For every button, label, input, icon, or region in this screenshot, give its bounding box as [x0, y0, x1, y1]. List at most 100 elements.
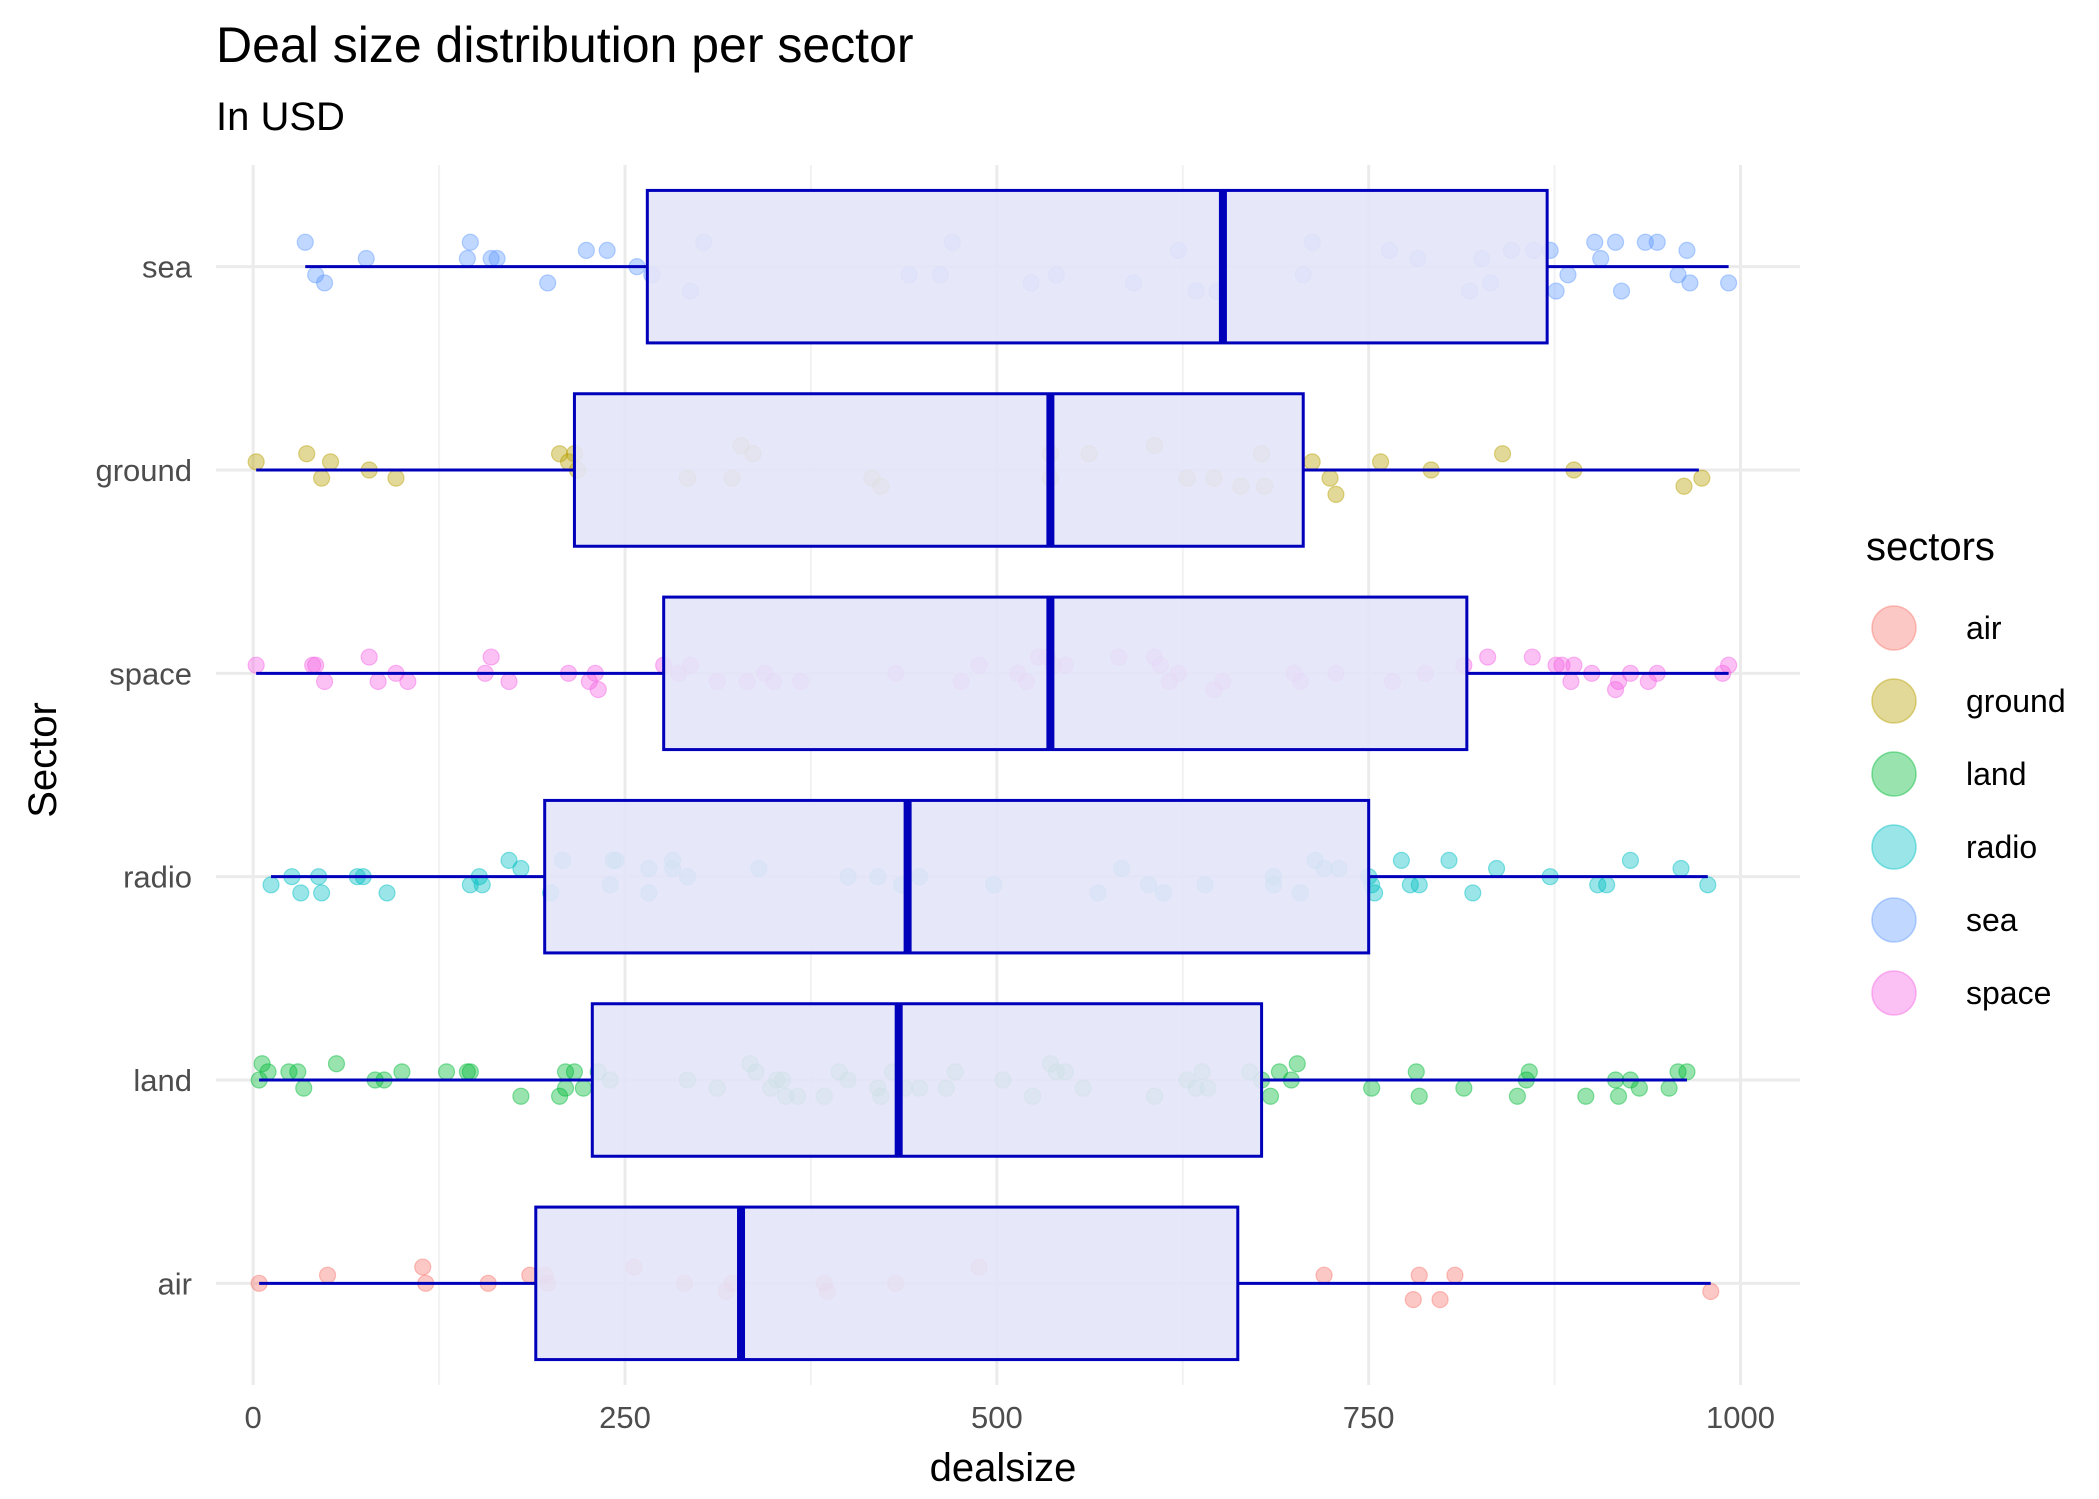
data-point-air	[414, 1258, 432, 1276]
data-point-land	[1261, 1087, 1280, 1105]
data-point-land	[289, 1063, 307, 1081]
data-point-sea	[539, 274, 557, 292]
data-point-land	[574, 1079, 592, 1097]
box-radio	[543, 798, 1371, 955]
legend-key-sea	[1871, 897, 1917, 943]
data-point-ground	[1321, 469, 1339, 487]
data-point-space	[247, 656, 265, 674]
legend-key-space	[1871, 970, 1917, 1016]
data-point-ground	[1303, 453, 1321, 471]
legend-key-radio	[1871, 824, 1917, 870]
legend-key-ground	[1871, 678, 1917, 724]
data-point-land	[1577, 1087, 1595, 1105]
box-ground	[572, 392, 1305, 548]
data-point-land	[393, 1063, 411, 1081]
data-point-ground	[247, 453, 265, 471]
data-point-ground	[1327, 485, 1345, 503]
data-point-ground	[313, 469, 331, 487]
data-point-space	[1562, 672, 1580, 691]
y-tick-label: ground	[95, 453, 192, 488]
data-point-sea	[1547, 282, 1565, 300]
legend-key-air	[1871, 605, 1917, 651]
data-point-radio	[1487, 859, 1506, 878]
data-point-land	[1455, 1079, 1473, 1097]
legend-title: sectors	[1866, 525, 1995, 569]
x-tick-label: 250	[599, 1400, 651, 1435]
chart-subtitle: In USD	[216, 95, 345, 139]
y-axis-title: Sector	[21, 702, 65, 818]
legend-label-space: space	[1966, 975, 2051, 1011]
data-point-air	[1446, 1266, 1464, 1284]
data-point-space	[589, 680, 607, 699]
box-space	[662, 595, 1469, 752]
data-point-space	[482, 648, 500, 666]
data-point-radio	[500, 851, 518, 870]
x-tick-label: 500	[971, 1400, 1023, 1435]
data-point-sea	[1606, 233, 1625, 251]
data-point-radio	[313, 884, 331, 902]
data-point-air	[1410, 1266, 1428, 1284]
data-point-space	[1606, 680, 1625, 699]
data-point-land	[550, 1087, 569, 1105]
data-point-ground	[1693, 469, 1711, 487]
data-point-sea	[357, 249, 375, 268]
data-point-land	[259, 1063, 277, 1081]
data-point-land	[1407, 1063, 1425, 1081]
data-point-land	[1363, 1079, 1381, 1097]
data-point-land	[556, 1079, 575, 1097]
data-point-sea	[598, 241, 616, 259]
x-axis-title: dealsize	[930, 1446, 1077, 1490]
data-point-land	[1660, 1079, 1678, 1097]
data-point-radio	[473, 876, 491, 894]
y-tick-label: space	[109, 656, 192, 691]
data-point-radio	[1672, 859, 1690, 878]
data-point-sea	[1612, 282, 1631, 300]
x-tick-label: 750	[1343, 1400, 1395, 1435]
data-point-sea	[296, 233, 314, 251]
data-point-radio	[1464, 884, 1482, 902]
data-point-land	[1288, 1055, 1306, 1073]
data-point-land	[1609, 1087, 1628, 1105]
data-point-ground	[1493, 445, 1512, 463]
legend-label-land: land	[1966, 756, 2027, 792]
data-point-space	[307, 656, 325, 674]
data-point-space	[315, 672, 334, 691]
data-point-sea	[461, 233, 479, 251]
data-point-sea	[315, 274, 334, 292]
chart-title: Deal size distribution per sector	[216, 17, 914, 73]
data-point-land	[295, 1079, 313, 1097]
data-point-sea	[577, 241, 595, 259]
box-sea	[645, 188, 1549, 345]
y-tick-label: land	[133, 1063, 192, 1098]
y-tick-label: radio	[123, 860, 192, 895]
data-point-ground	[321, 453, 340, 471]
data-point-sea	[1681, 274, 1699, 292]
data-point-sea	[488, 249, 506, 268]
data-point-space	[399, 672, 417, 691]
data-point-sea	[1592, 249, 1610, 268]
data-point-ground	[387, 469, 405, 487]
data-point-space	[1565, 656, 1583, 674]
data-point-radio	[292, 884, 310, 902]
data-point-radio	[1392, 851, 1410, 870]
data-point-land	[461, 1063, 479, 1081]
data-point-ground	[550, 445, 569, 463]
data-point-space	[1523, 648, 1541, 666]
data-point-ground	[1371, 453, 1390, 471]
data-point-space	[1479, 648, 1497, 666]
data-point-radio	[378, 884, 396, 902]
legend-label-air: air	[1966, 610, 2002, 646]
data-point-radio	[262, 876, 280, 894]
data-point-land	[512, 1087, 530, 1105]
data-point-land	[437, 1063, 456, 1081]
y-tick-label: air	[158, 1266, 192, 1301]
data-point-air	[1315, 1266, 1333, 1284]
legend-label-sea: sea	[1966, 902, 2018, 938]
grid-minor	[438, 165, 1556, 1385]
data-point-land	[327, 1055, 346, 1073]
data-point-sea	[458, 249, 476, 268]
data-point-land	[1410, 1087, 1428, 1105]
data-point-land	[1508, 1087, 1527, 1105]
